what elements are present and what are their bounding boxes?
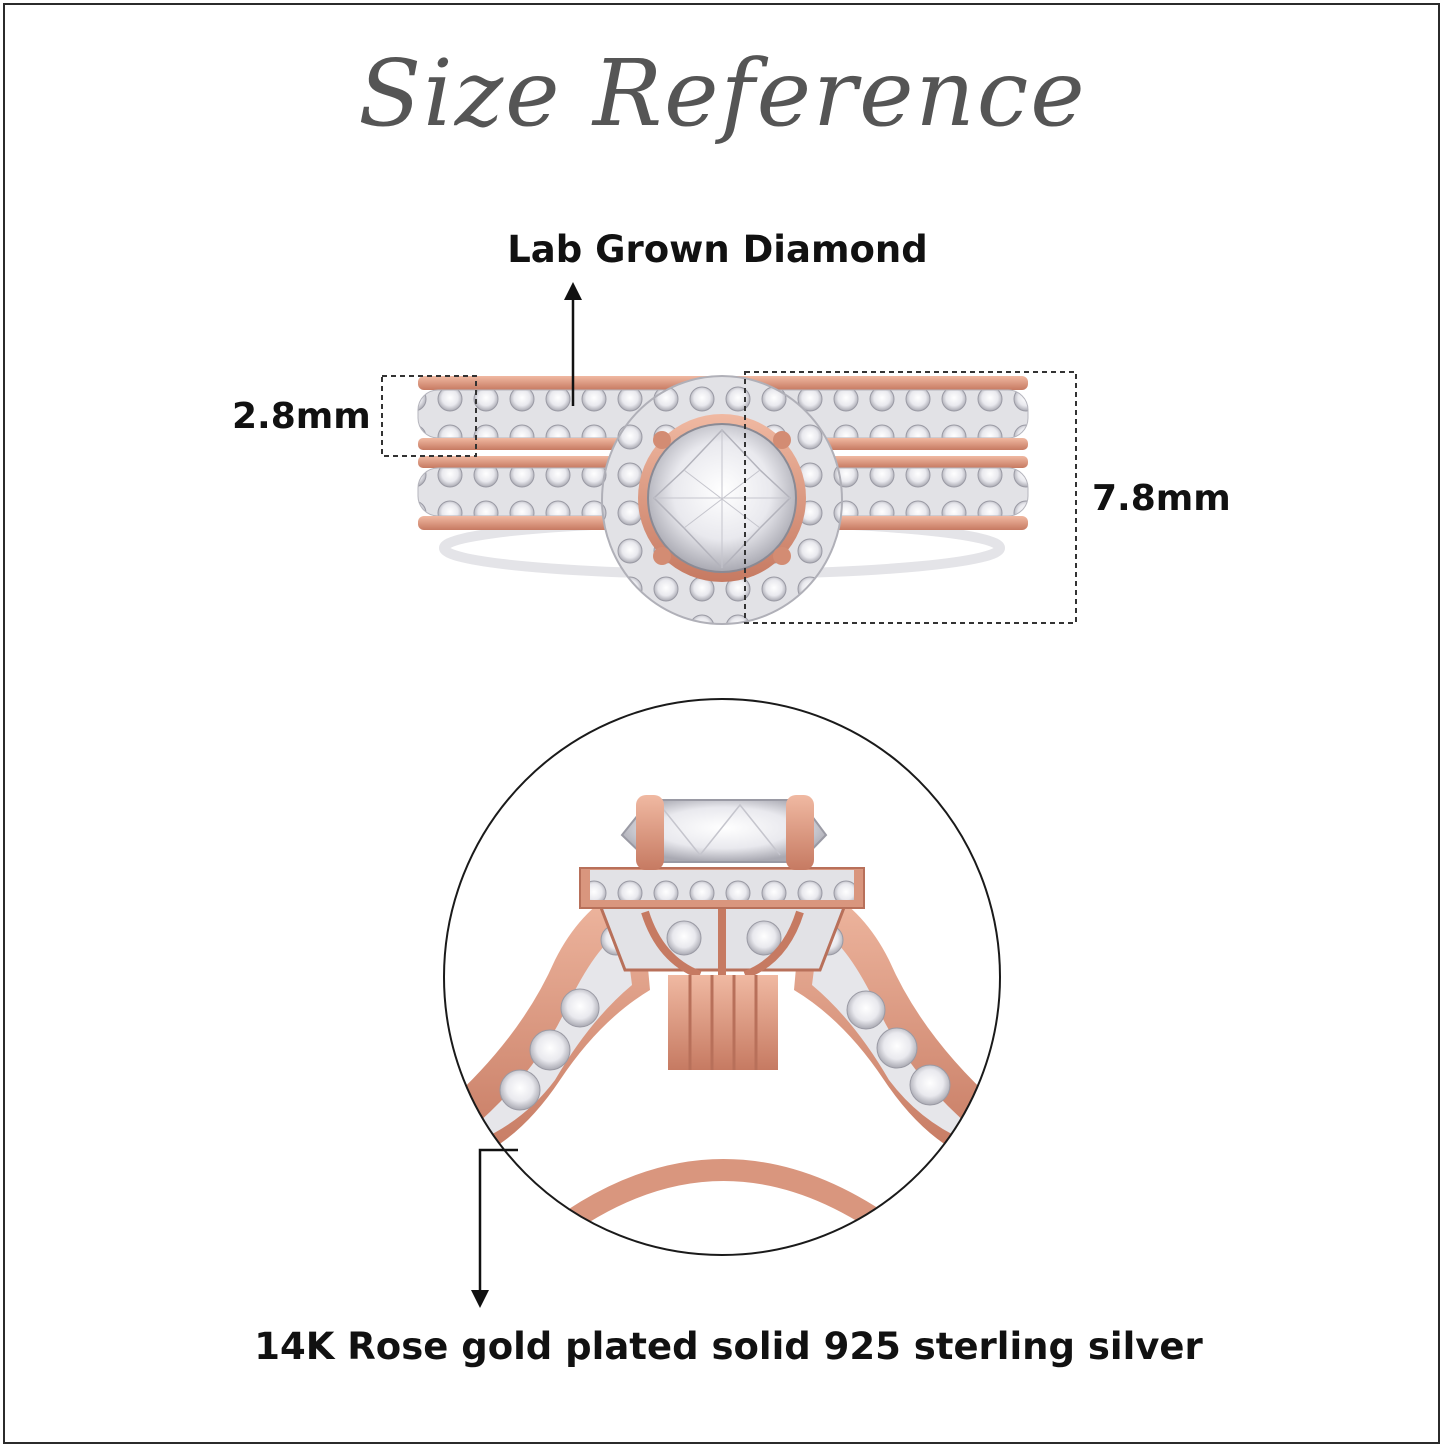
band-width-dimension-box [381,375,477,457]
page-title: Size Reference [358,40,1087,147]
image-frame [3,3,1440,1444]
band-width-label: 2.8mm [232,396,371,437]
set-height-dimension-box [744,371,1077,624]
set-height-label: 7.8mm [1092,478,1231,519]
metal-label: 14K Rose gold plated solid 925 sterling … [254,1325,1203,1368]
magnified-side-view [443,698,1001,1256]
ring-set-top-view [417,375,1029,625]
metal-pointer-arrow [471,1148,518,1308]
stone-pointer-arrow [564,282,582,406]
stone-label: Lab Grown Diamond [507,228,928,271]
